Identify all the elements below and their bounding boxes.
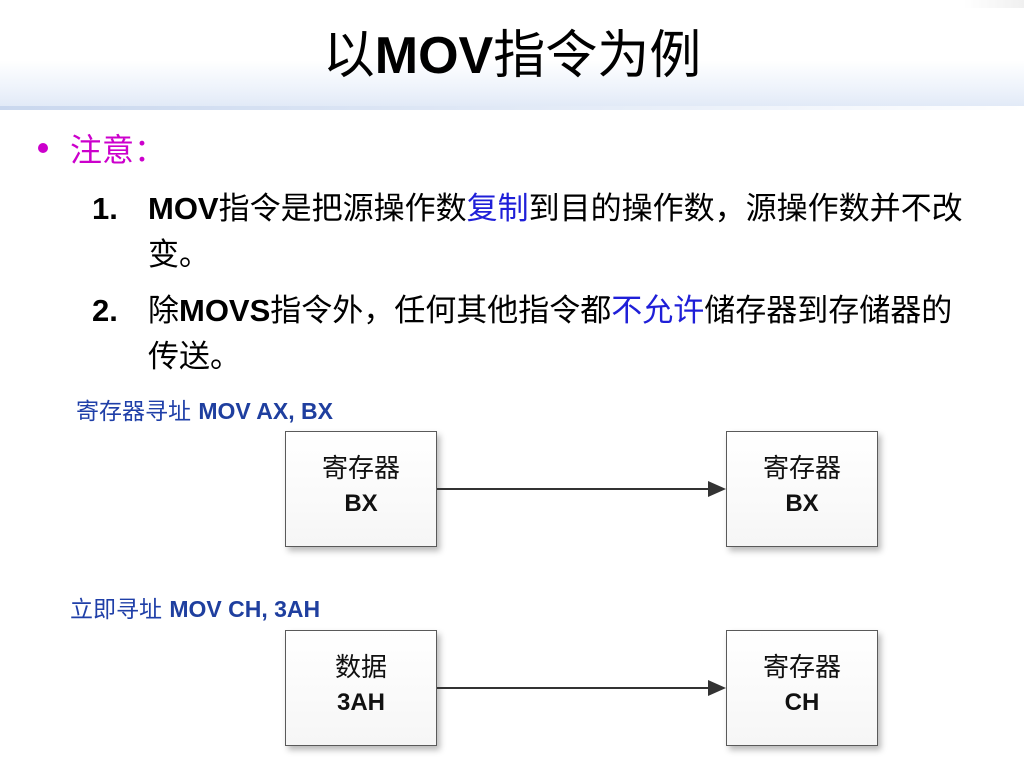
box-line2: BX	[344, 490, 378, 517]
corner-decoration	[964, 0, 1024, 8]
item-number: 1.	[92, 191, 118, 226]
note-heading: 注意：	[70, 131, 167, 169]
item-text-b: 到目的操作数，源操作数并不改变。	[148, 191, 963, 273]
item-text: MOV指令是把源操作数复制到目的操作数，源操作数并不改变。	[148, 186, 968, 278]
diagram-label-register: 寄存器寻址 MOV AX, BX	[76, 392, 333, 426]
box-line2: 3AH	[336, 689, 385, 716]
item-latin: MOV	[148, 191, 219, 226]
box-line1: 寄存器	[762, 653, 841, 683]
bullet-dot-icon	[38, 143, 48, 153]
target-box: 寄存器 CH	[726, 630, 878, 746]
diagram-label-cn: 寄存器寻址	[76, 399, 191, 425]
title-band	[0, 0, 1024, 110]
diagram-label-code: MOV CH, 3AH	[169, 596, 321, 622]
arrow-head-icon	[708, 680, 726, 696]
box-line2: CH	[784, 689, 820, 716]
target-box: 寄存器 BX	[726, 431, 878, 547]
source-box: 寄存器 BX	[285, 431, 437, 547]
item-highlight: 复制	[466, 191, 529, 227]
box-line2: BX	[785, 490, 819, 517]
item-latin: MOVS	[179, 293, 271, 328]
item-text: 除MOVS指令外，任何其他指令都不允许储存器到存储器的传送。	[148, 288, 968, 380]
note-bullet: 注意：	[38, 130, 166, 170]
list-item-1: 1. MOV指令是把源操作数复制到目的操作数，源操作数并不改变。	[92, 186, 968, 278]
title-latin: MOV	[374, 27, 494, 85]
box-line1: 寄存器	[762, 454, 841, 484]
title-cn-prefix: 以	[322, 26, 375, 86]
list-item-2: 2. 除MOVS指令外，任何其他指令都不允许储存器到存储器的传送。	[92, 288, 968, 380]
item-text-a: 指令是把源操作数	[218, 191, 467, 227]
item-number: 2.	[92, 293, 118, 328]
diagram-label-cn: 立即寻址	[70, 597, 162, 623]
arrow-immediate	[437, 680, 726, 696]
item-prefix: 除	[148, 293, 179, 329]
item-text-b: 储存器到存储器的传送。	[148, 293, 953, 375]
item-highlight: 不允许	[611, 293, 705, 329]
box-line1: 寄存器	[321, 454, 400, 484]
item-text-a: 指令外，任何其他指令都	[270, 293, 612, 329]
diagram-label-code: MOV AX, BX	[198, 398, 333, 424]
diagram-label-immediate: 立即寻址 MOV CH, 3AH	[70, 590, 320, 624]
box-line1: 数据	[334, 653, 387, 683]
slide-title: 以MOV指令为例	[0, 26, 1024, 86]
arrow-register	[437, 481, 726, 497]
title-cn-suffix: 指令为例	[493, 26, 702, 86]
source-box: 数据 3AH	[285, 630, 437, 746]
arrow-head-icon	[708, 481, 726, 497]
